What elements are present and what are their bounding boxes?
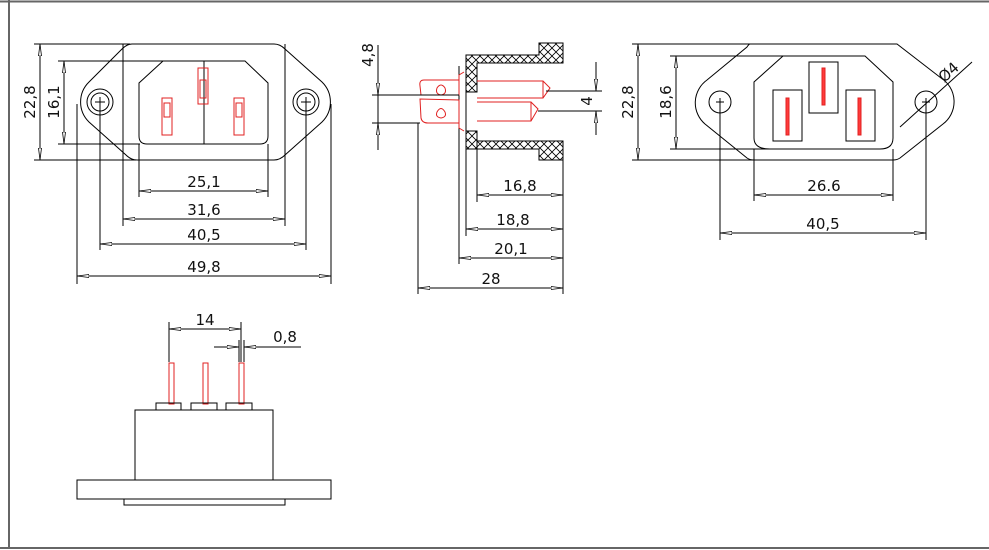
dim-bottom-pin-thickness: 0,8 bbox=[273, 328, 297, 346]
dim-side-depth-flange: 20,1 bbox=[494, 240, 527, 258]
front-view: 22,8 16,1 25,1 31,6 40,5 49,8 bbox=[21, 43, 332, 284]
dim-front-hole-spacing: 40,5 bbox=[187, 226, 220, 244]
dim-side-depth-total: 28 bbox=[481, 270, 500, 288]
housing-section-bottom bbox=[465, 130, 564, 161]
dim-front-height-opening: 16,1 bbox=[45, 85, 63, 118]
dim-front-total-width: 49,8 bbox=[187, 258, 220, 276]
dim-side-depth-body: 18,8 bbox=[496, 211, 529, 229]
dim-bottom-pin-pitch: 14 bbox=[195, 311, 214, 329]
dim-front-body-width: 31,6 bbox=[187, 201, 220, 219]
dim-side-pin-offset: 4 bbox=[578, 96, 596, 106]
dim-rear-height-total: 22,8 bbox=[619, 85, 637, 118]
pins-side bbox=[419, 71, 551, 132]
rear-view: 22,8 18,6 26.6 40,5 Ø4 bbox=[619, 43, 973, 240]
rear-opening bbox=[753, 55, 894, 150]
dim-rear-opening-width: 26.6 bbox=[807, 177, 840, 195]
bottom-view: 14 0,8 bbox=[76, 311, 332, 506]
mounting-flange bbox=[76, 479, 332, 500]
dim-front-height-total: 22,8 bbox=[21, 85, 39, 118]
connector-body bbox=[134, 409, 274, 481]
dim-front-opening-width: 25,1 bbox=[187, 173, 220, 191]
dim-side-depth-inner: 16,8 bbox=[503, 177, 536, 195]
dim-rear-height-opening: 18,6 bbox=[657, 85, 675, 118]
front-plate-outline bbox=[80, 43, 331, 161]
dim-rear-hole-spacing: 40,5 bbox=[806, 215, 839, 233]
side-view: 4,8 4 16,8 18,8 20,1 28 bbox=[359, 42, 602, 294]
housing-section-top bbox=[465, 42, 564, 93]
contact-pins bbox=[161, 67, 245, 136]
dim-rear-hole-diameter: Ø4 bbox=[935, 58, 963, 86]
front-opening bbox=[138, 60, 269, 145]
dim-side-pin-spacing: 4,8 bbox=[359, 43, 377, 67]
